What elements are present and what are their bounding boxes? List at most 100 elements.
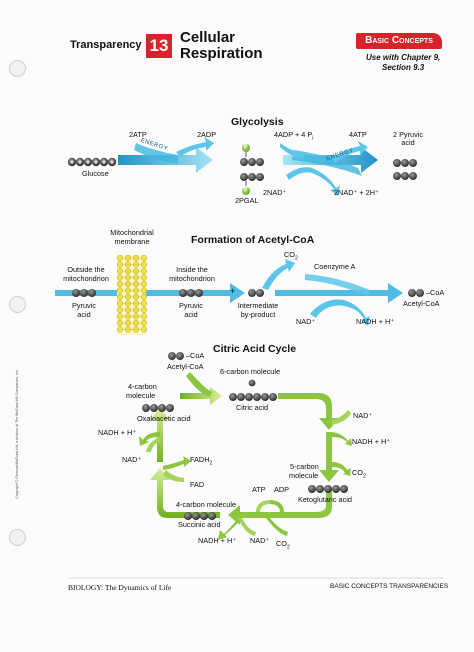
pyruvic-left-line1: Pyruvic [72, 301, 96, 310]
pyruvic-right-molecule [179, 289, 203, 297]
footer-right: BASIC CONCEPTS TRANSPARENCIES [330, 583, 449, 590]
ketoglutaric-label: Ketoglutaric acid [298, 495, 352, 504]
atp-out-arrow [332, 141, 368, 163]
nadh-left-branch [139, 432, 160, 446]
binder-hole-bottom [9, 529, 26, 546]
lipid-head [140, 274, 148, 281]
phosphate-symbol-bottom: P [244, 187, 248, 193]
lipid-head [116, 261, 124, 268]
membrane-label-line2: membrane [114, 237, 150, 246]
lipid-head [116, 267, 124, 275]
plus-sign: + [230, 286, 236, 296]
nad-left-branch [146, 437, 160, 452]
adp-out-arrow [176, 137, 214, 157]
atp-label: ATP [252, 485, 266, 494]
lipid-head [140, 300, 148, 307]
pyruvic-right-line1: Pyruvic [179, 301, 203, 310]
pyruvic-acid-label: 2 Pyruvic acid [392, 130, 423, 148]
pgal-label: 2PGAL [235, 196, 259, 205]
pyruvic-left-molecule [72, 289, 96, 297]
lipid-head [140, 326, 148, 333]
acetyl-arrow-2 [275, 283, 403, 303]
atp-in-label: 2ATP [129, 130, 147, 139]
co2-bottom-label: CO2 [276, 539, 290, 551]
page-title-line2: Respiration [180, 45, 263, 62]
transparency-number: 13 [146, 34, 172, 58]
coenzyme-a-label: Coenzyme A [314, 262, 356, 271]
inside-label-line2: mitochondrion [169, 274, 215, 283]
lipid-head [116, 326, 124, 333]
nadh-right-label: NADH + H⁺ [352, 437, 391, 446]
lipid-head [116, 254, 124, 262]
nad-left-label: NAD⁺ [122, 455, 142, 464]
nadh-out-label: 2NAD⁺ + 2H⁺ [334, 188, 379, 197]
acetyl-nad-arrow [310, 299, 344, 318]
adp-pi-arrow [280, 143, 304, 158]
acetyl-co2-label: CO2 [284, 250, 298, 262]
nad-right-label: NAD⁺ [353, 411, 373, 420]
pyruvic-left-line2: acid [77, 310, 91, 319]
oxaloacetic-molecule [142, 404, 174, 412]
chapter-reference-line2: Section 9.3 [382, 63, 425, 72]
lipid-head [116, 313, 124, 320]
basic-concepts-badge: Basic Concepts [356, 33, 442, 49]
krebs-coa-tag: –CoA [186, 351, 205, 360]
lipid-head [140, 254, 148, 262]
oxaloacetic-label: Oxaloacetic acid [137, 414, 191, 423]
co2-right-label: CO2 [352, 468, 366, 480]
nad-in-arrow [286, 167, 312, 180]
page-title-line1: Cellular [180, 29, 236, 46]
lipid-head [140, 319, 148, 327]
atp-out-label: 4ATP [349, 130, 367, 139]
energy-in-arrow [134, 143, 178, 164]
krebs-cycle-top-arrow [180, 387, 222, 405]
krebs-acetyl-label: Acetyl-CoA [167, 362, 204, 371]
acetyl-coa-molecule [408, 289, 424, 297]
outside-label-line2: mitochondrion [63, 274, 109, 283]
krebs-title: Citric Acid Cycle [213, 343, 297, 355]
acetyl-nadh-arrow [344, 300, 370, 326]
lipid-head [116, 274, 124, 281]
intermediate-line2: by-product [240, 310, 276, 319]
lipid-head [140, 280, 148, 288]
fad-branch [163, 470, 184, 482]
four-carbon-bottom-label: 4-carbon molecule [176, 500, 237, 509]
citric-acid-molecule [229, 379, 277, 401]
five-carbon-line1: 5-carbon [290, 462, 319, 471]
six-carbon-label: 6-carbon molecule [220, 367, 281, 376]
nadh-left-label: NADH + H⁺ [98, 428, 137, 437]
nad-in-label: 2NAD⁺ [263, 188, 287, 197]
adp-label: ADP [274, 485, 290, 494]
lipid-head [116, 287, 124, 294]
krebs-cycle-bottom-left-arrow [150, 468, 220, 518]
acetyl-coa-tag: –CoA [426, 288, 445, 297]
lipid-head [116, 293, 124, 301]
fadh-label: FADH2 [190, 455, 213, 467]
lipid-head [116, 300, 124, 307]
binder-hole-middle [9, 296, 26, 313]
lipid-head [140, 313, 148, 320]
atp-adp-branch [256, 500, 270, 512]
acetyl-coa-label: Acetyl-CoA [403, 299, 440, 308]
acetyl-coa-entry-arrow [186, 372, 212, 397]
lipid-head [140, 261, 148, 268]
footer-left: BIOLOGY: The Dynamics of Life [68, 583, 172, 592]
binder-hole-top [9, 60, 26, 77]
pgal-molecules [240, 144, 264, 195]
nad-bottom-branch [238, 518, 256, 536]
lipid-head [140, 267, 148, 275]
coenzyme-a-arrow [305, 274, 370, 296]
pyruvic-right-line2: acid [184, 310, 198, 319]
membrane-label-line1: Mitochondrial [110, 228, 154, 237]
glycolysis-title: Glycolysis [231, 116, 284, 128]
nad-bottom-label: NAD⁺ [250, 536, 270, 545]
energy-out-arrow [292, 150, 362, 176]
glucose-label: Glucose [82, 169, 109, 178]
citric-acid-label: Citric acid [236, 403, 269, 412]
outside-label-line1: Outside the [67, 265, 105, 274]
nad-right-branch [332, 410, 351, 425]
co2-bottom-branch [266, 518, 288, 536]
adp-pi-label: 4ADP + 4 Pi [274, 130, 314, 142]
chapter-reference-line1: Use with Chapter 9, [366, 53, 441, 62]
